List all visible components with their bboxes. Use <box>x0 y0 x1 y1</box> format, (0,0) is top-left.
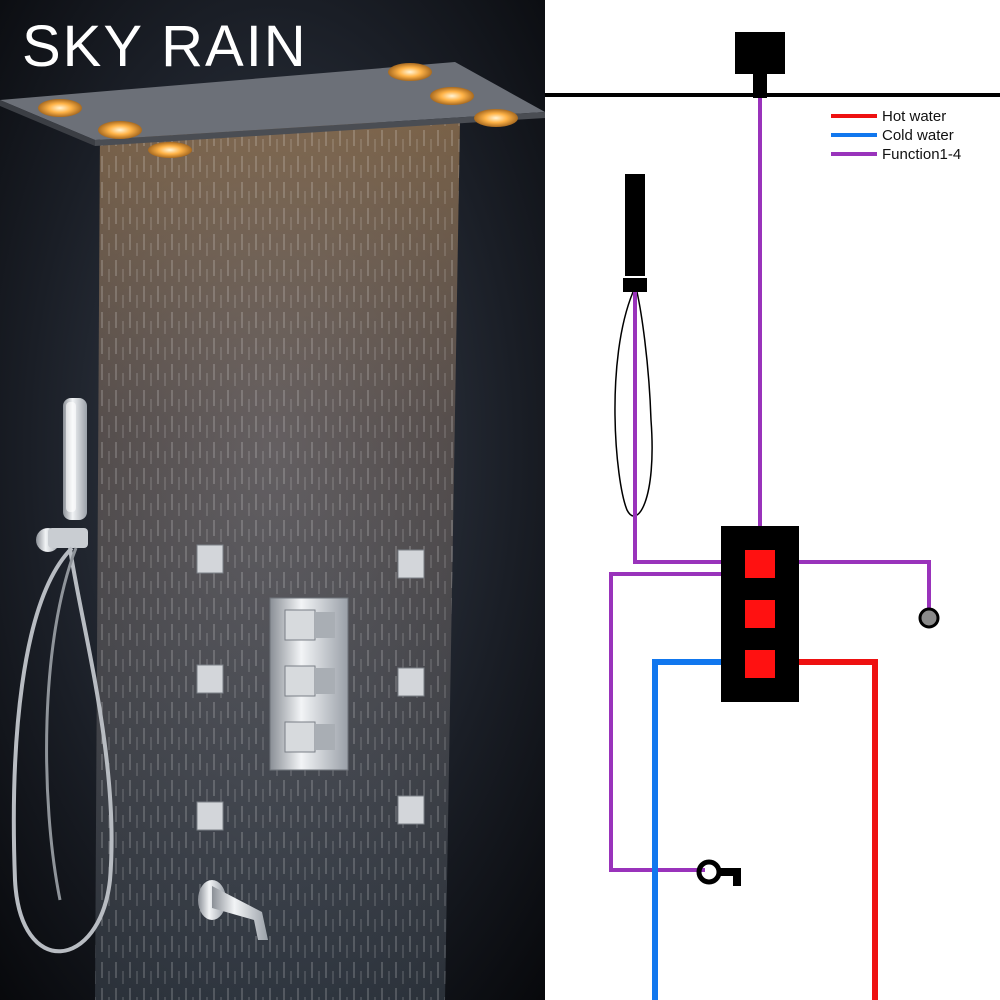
legend-item-cold: Cold water <box>831 127 954 144</box>
legend-item-hot: Hot water <box>831 108 946 125</box>
tub-spout-icon <box>198 880 268 940</box>
valve-button <box>745 650 775 678</box>
led-light-icon <box>388 63 432 81</box>
hand-shower-icon <box>614 174 653 517</box>
body-jet-icon <box>397 667 425 697</box>
legend: Hot water Cold water Function1-4 <box>831 108 961 163</box>
thermostatic-valve-icon <box>269 597 349 771</box>
thermostatic-valve-icon <box>721 526 799 702</box>
product-photo: SKY RAIN <box>0 0 545 1000</box>
valve-button <box>745 550 775 578</box>
body-jet-icon <box>196 801 224 831</box>
body-jet-icon <box>397 795 425 825</box>
led-light-icon <box>98 121 142 139</box>
valve-button <box>745 600 775 628</box>
body-jet-icon <box>196 544 224 574</box>
rain-water <box>95 120 460 1000</box>
led-light-icon <box>148 142 192 158</box>
legend-label: Cold water <box>882 127 954 144</box>
legend-item-function: Function1-4 <box>831 146 961 163</box>
body-jet-icon <box>918 607 940 629</box>
cold-water-line <box>652 659 723 1000</box>
legend-label: Function1-4 <box>882 146 961 163</box>
led-light-icon <box>474 109 518 127</box>
ceiling-shower-head-icon <box>735 32 785 98</box>
legend-label: Hot water <box>882 108 946 125</box>
led-light-icon <box>430 87 474 105</box>
brand-title: SKY RAIN <box>22 14 308 79</box>
body-jet-icon <box>196 664 224 694</box>
tub-spout-icon <box>696 859 741 886</box>
hot-water-line <box>799 659 878 1000</box>
function-lines <box>609 98 931 872</box>
led-light-icon <box>38 99 82 117</box>
ceiling-shower-head-icon <box>0 62 545 158</box>
hand-shower-icon <box>11 398 114 954</box>
body-jet-icon <box>397 549 425 579</box>
installation-diagram: Hot water Cold water Function1-4 <box>545 0 1000 1000</box>
